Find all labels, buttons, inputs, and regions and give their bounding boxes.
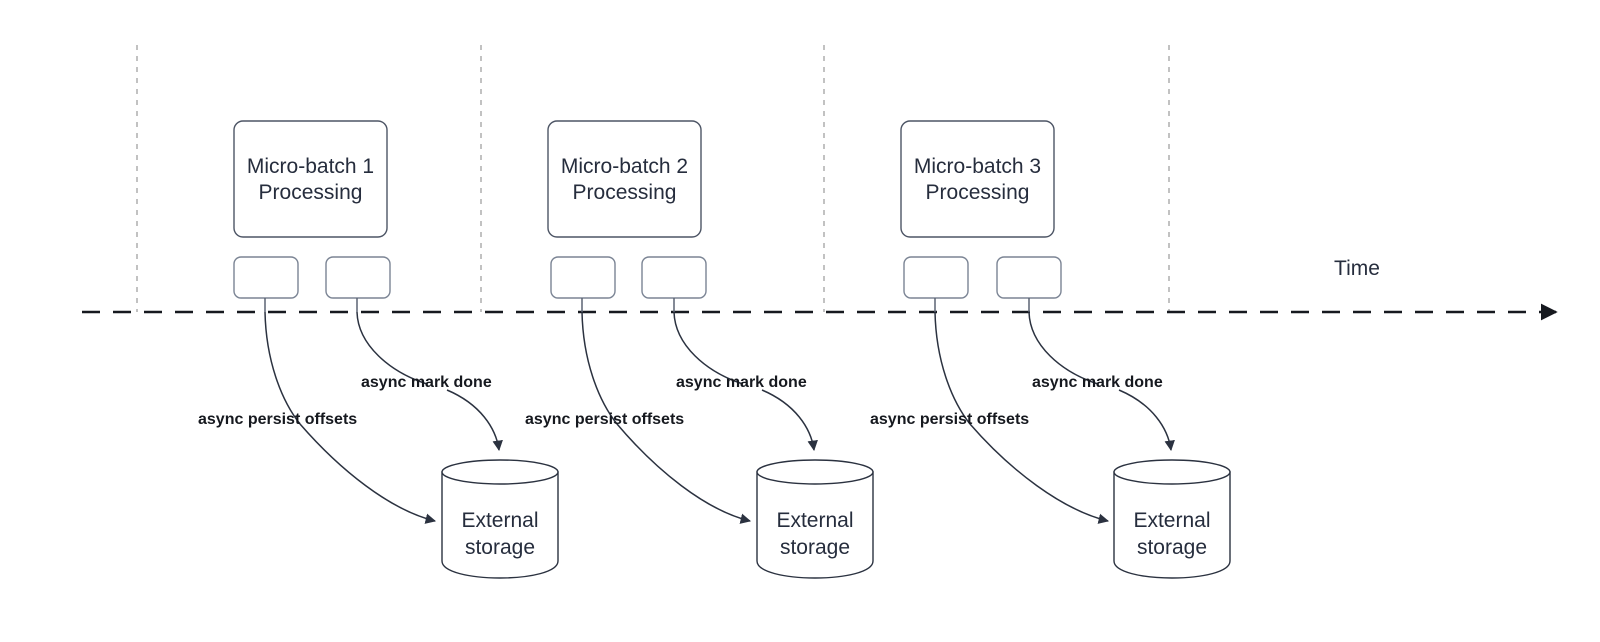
edge-persist-offsets-1-upper [264, 311, 301, 425]
external-storage-2-line1: External [776, 509, 853, 532]
edge-label-mark-done-3: async mark done [1032, 374, 1163, 391]
external-storage-1-line2: storage [465, 536, 535, 559]
process-box-1-line1: Micro-batch 1 [247, 155, 374, 178]
external-storage-2-body [756, 471, 874, 579]
external-storage-3-line1: External [1133, 509, 1210, 532]
time-axis-label: Time [1334, 257, 1380, 280]
process-box-3[interactable] [900, 120, 1055, 238]
time-axis-group: Time [82, 257, 1558, 321]
external-storage-3-body [1113, 471, 1231, 579]
edge-mark-done-2-upper [673, 311, 744, 385]
task-box-1b[interactable] [325, 256, 391, 299]
task-box-2a[interactable] [550, 256, 616, 299]
task-box-3a[interactable] [903, 256, 969, 299]
external-storage-2-line2: storage [780, 536, 850, 559]
edge-mark-done-2-lower[interactable] [761, 389, 818, 452]
task-box-1a[interactable] [233, 256, 299, 299]
process-box-1[interactable] [233, 120, 388, 238]
process-box-1-line2: Processing [259, 181, 363, 204]
external-storage-1-body [441, 471, 559, 579]
external-storage-3-line2: storage [1137, 536, 1207, 559]
external-storage-1-line1: External [461, 509, 538, 532]
micro-batch-group-2: Micro-batch 2 Processing async persist o… [525, 120, 874, 579]
edge-mark-done-1-lower[interactable] [446, 389, 503, 452]
edge-mark-done-3-lower[interactable] [1118, 389, 1175, 452]
task-box-2b[interactable] [641, 256, 707, 299]
process-box-2-line1: Micro-batch 2 [561, 155, 688, 178]
external-storage-3[interactable]: External storage [1113, 459, 1231, 579]
process-box-3-line1: Micro-batch 3 [914, 155, 1041, 178]
edge-persist-offsets-1-lower[interactable] [299, 423, 437, 524]
edge-mark-done-3-upper [1028, 311, 1099, 385]
edge-label-mark-done-2: async mark done [676, 374, 807, 391]
edge-persist-offsets-2-lower[interactable] [616, 423, 752, 524]
external-storage-1-top [441, 459, 559, 485]
edge-persist-offsets-3-upper [934, 311, 971, 425]
external-storage-2[interactable]: External storage [756, 459, 874, 579]
process-box-2[interactable] [547, 120, 702, 238]
edge-mark-done-1-upper [356, 311, 428, 385]
process-box-3-line2: Processing [926, 181, 1030, 204]
edge-label-mark-done-1: async mark done [361, 374, 492, 391]
external-storage-2-top [756, 459, 874, 485]
task-box-3b[interactable] [996, 256, 1062, 299]
external-storage-1[interactable]: External storage [441, 459, 559, 579]
edge-label-persist-offsets-1: async persist offsets [198, 411, 357, 428]
micro-batch-group-1: Micro-batch 1 Processing async persist o… [198, 120, 559, 579]
edge-label-persist-offsets-2: async persist offsets [525, 411, 684, 428]
micro-batch-group-3: Micro-batch 3 Processing async persist o… [870, 120, 1231, 579]
external-storage-3-top [1113, 459, 1231, 485]
edge-persist-offsets-2-upper [581, 311, 618, 425]
timeline-tick-group [136, 45, 1170, 312]
edge-label-persist-offsets-3: async persist offsets [870, 411, 1029, 428]
process-box-2-line2: Processing [573, 181, 677, 204]
edge-persist-offsets-3-lower[interactable] [969, 423, 1110, 524]
